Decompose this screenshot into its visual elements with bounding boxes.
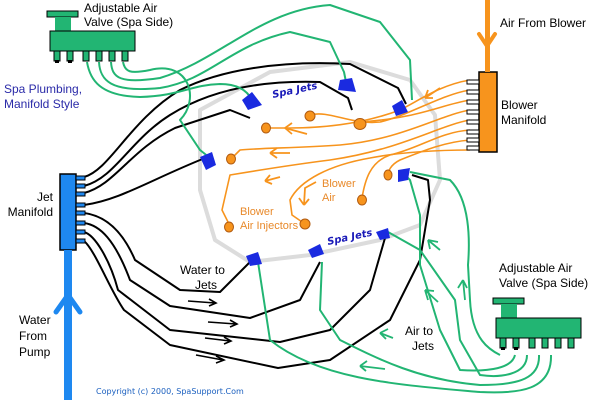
blower-air-injectors-label: Blower bbox=[240, 206, 274, 218]
arrow-icon bbox=[298, 181, 317, 206]
blower-lines bbox=[221, 79, 471, 225]
spa-jet-icon bbox=[398, 168, 410, 182]
arrow-icon bbox=[359, 360, 386, 372]
blower-manifold-body bbox=[478, 71, 498, 153]
air-valve-bottom bbox=[492, 297, 582, 350]
blower-line bbox=[359, 99, 471, 123]
title-label: Spa Plumbing, bbox=[4, 82, 82, 96]
arrow-icon bbox=[457, 279, 468, 301]
blower-line bbox=[361, 129, 471, 199]
air-from-blower-label: Air From Blower bbox=[500, 16, 586, 30]
spa-jet-icon bbox=[338, 78, 356, 92]
spa-jet-icon bbox=[242, 92, 262, 110]
blower-manifold bbox=[466, 0, 498, 153]
arrow-icon bbox=[269, 147, 290, 159]
air-line bbox=[409, 171, 501, 356]
air-line bbox=[110, 4, 413, 101]
arrow-icon bbox=[284, 122, 308, 135]
water-from-pump-pipe bbox=[64, 250, 72, 400]
water-from-pump-label: Water bbox=[19, 313, 51, 327]
arrow-icon bbox=[187, 298, 218, 307]
water-line bbox=[83, 174, 431, 369]
jet-manifold bbox=[53, 173, 86, 400]
blower-air-label: Blower bbox=[322, 178, 356, 190]
arrow-down-icon bbox=[477, 32, 497, 50]
jet-manifold-label: Manifold bbox=[8, 205, 53, 219]
water-lines bbox=[83, 62, 431, 369]
air-injector bbox=[383, 169, 393, 181]
air-injector bbox=[357, 194, 367, 206]
air-line bbox=[404, 174, 516, 372]
spa-jet-icon bbox=[308, 244, 324, 258]
jet-manifold-label: Jet bbox=[37, 190, 54, 204]
water-to-jets-label: Jets bbox=[195, 278, 217, 292]
water-line bbox=[83, 80, 353, 187]
air-injector bbox=[261, 122, 271, 134]
air-valve-bottom-label: Valve (Spa Side) bbox=[499, 276, 588, 290]
blower-manifold-label: Manifold bbox=[501, 113, 546, 127]
arrow-icon bbox=[195, 354, 226, 364]
title-label: Manifold Style bbox=[4, 97, 80, 111]
water-arrows bbox=[187, 298, 239, 364]
blower-air-label: Air bbox=[322, 192, 336, 204]
air-line bbox=[86, 61, 253, 101]
blower-line bbox=[289, 149, 471, 225]
air-from-blower-pipe bbox=[485, 0, 490, 72]
water-line bbox=[83, 231, 386, 343]
arrow-icon bbox=[207, 319, 239, 328]
air-valve-bottom-label: Adjustable Air bbox=[499, 261, 572, 275]
arrow-icon bbox=[427, 239, 441, 251]
arrow-up-icon bbox=[53, 290, 83, 315]
jet-manifold-body bbox=[59, 173, 77, 251]
air-to-jets-label: Jets bbox=[412, 339, 434, 353]
arrow-icon bbox=[379, 328, 394, 340]
air-injector bbox=[353, 118, 367, 130]
air-line bbox=[319, 261, 541, 386]
air-injector bbox=[226, 153, 236, 165]
spa-jets bbox=[200, 78, 410, 266]
air-line bbox=[98, 31, 347, 90]
water-line bbox=[83, 222, 321, 319]
air-injector bbox=[299, 218, 311, 230]
air-valve-top-label: Valve (Spa Side) bbox=[84, 15, 173, 29]
blower-line bbox=[309, 89, 471, 124]
arrow-icon bbox=[204, 336, 233, 345]
blower-air-injectors-label: Air Injectors bbox=[240, 220, 299, 232]
copyright-text: Copyright (c) 2000, SpaSupport.Com bbox=[96, 387, 244, 396]
air-valve-top bbox=[46, 10, 136, 63]
air-line bbox=[387, 231, 528, 377]
water-line bbox=[83, 157, 206, 206]
blower-arrows bbox=[264, 87, 441, 206]
air-arrows bbox=[359, 239, 468, 372]
air-lines bbox=[86, 4, 553, 394]
blower-manifold-label: Blower bbox=[501, 98, 538, 112]
water-to-jets-label: Water to bbox=[180, 263, 225, 277]
spa-jet-icon bbox=[200, 152, 216, 170]
arrow-icon bbox=[424, 289, 439, 303]
blower-line bbox=[231, 109, 471, 159]
air-to-jets-label: Air to bbox=[405, 324, 433, 338]
spa-jet-icon bbox=[246, 252, 262, 266]
air-valve-top-label: Adjustable Air bbox=[84, 1, 157, 15]
blower-line bbox=[221, 119, 471, 223]
air-injector bbox=[224, 221, 234, 233]
water-line bbox=[83, 109, 251, 194]
spa-jet-icon bbox=[392, 100, 408, 116]
water-from-pump-label: From bbox=[19, 329, 47, 343]
air-line bbox=[257, 261, 553, 394]
air-line bbox=[122, 61, 211, 159]
air-injector bbox=[304, 110, 316, 122]
arrow-icon bbox=[264, 174, 281, 185]
water-from-pump-label: Pump bbox=[19, 345, 51, 359]
blower-air-injectors bbox=[224, 110, 393, 233]
water-line bbox=[83, 212, 251, 293]
arrow-icon bbox=[424, 87, 441, 99]
spa-jet-icon bbox=[376, 228, 390, 240]
